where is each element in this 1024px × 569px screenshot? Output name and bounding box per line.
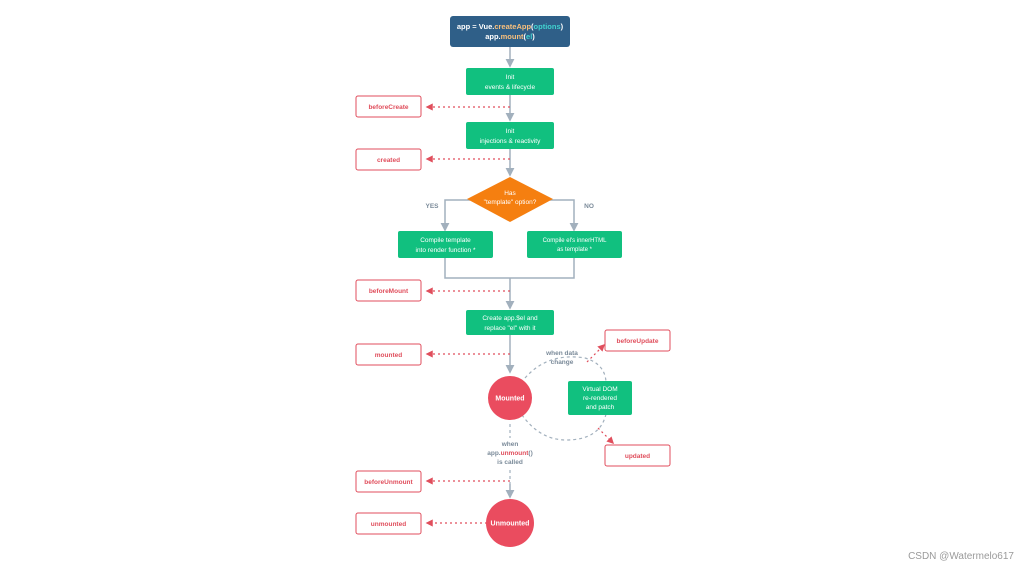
start-line2-arg: el [526, 32, 532, 41]
hook-before-unmount: beforeUnmount [355, 470, 422, 493]
step-init-events-line-2: events & lifecycle [485, 84, 536, 91]
hook-before-update-label: beforeUpdate [617, 338, 659, 345]
start-box: app = Vue.createApp(options) app.mount(e… [450, 16, 570, 47]
when-data-change-line-2: change [551, 359, 574, 366]
hook-arrow-before-update [586, 343, 606, 363]
step-init-injections-line-2: injections & reactivity [480, 138, 541, 145]
update-loop-top [524, 356, 607, 383]
start-line-1: app = Vue.createApp(options) [457, 22, 564, 31]
start-line1-method: createApp [494, 22, 531, 31]
hook-before-create: beforeCreate [355, 95, 422, 118]
step-compile-template-line-2: into render function * [416, 247, 476, 254]
state-unmounted: Unmounted [486, 499, 534, 547]
hook-unmounted-box [355, 512, 422, 535]
when-unmount-line-3: is called [497, 459, 523, 466]
hook-before-update: beforeUpdate [604, 329, 671, 352]
hook-before-create-label: beforeCreate [368, 104, 408, 111]
hook-created-label: created [377, 157, 400, 164]
state-unmounted-label: Unmounted [491, 521, 530, 528]
state-mounted: Mounted [488, 376, 532, 420]
decision-template-option: Has "template" option? [467, 177, 553, 222]
start-line2-prefix: app. [485, 32, 500, 41]
start-line1-paren-close: ) [561, 22, 564, 31]
step-virtual-dom-bg [568, 381, 632, 415]
hook-unmounted: unmounted [355, 512, 422, 535]
when-unmount-line-2: app.unmount() [487, 450, 533, 457]
start-line1-paren-open: ( [531, 22, 534, 31]
decision-line-2: "template" option? [484, 199, 537, 206]
when-unmount-method: unmount [501, 450, 530, 457]
step-init-injections-line-1: Init [506, 128, 515, 135]
step-compile-template-bg [398, 231, 493, 258]
hook-updated-label: updated [625, 453, 650, 460]
hook-before-mount: beforeMount [355, 279, 422, 302]
hook-updated-box [604, 444, 671, 467]
start-line2-paren-open: ( [524, 32, 527, 41]
main-flow-connectors [440, 47, 579, 499]
hook-created: created [355, 148, 422, 171]
step-create-el: Create app.$el and replace "el" with it [466, 310, 554, 335]
state-mounted-circle [488, 376, 532, 420]
start-line2-method: mount [501, 32, 524, 41]
state-mounted-label: Mounted [495, 396, 524, 403]
start-line1-arg: options [534, 22, 561, 31]
hook-updated: updated [604, 444, 671, 467]
when-unmount-suffix: () [528, 450, 532, 457]
when-data-change-line-1: when data [545, 350, 578, 357]
decision-no-label: NO [584, 203, 594, 210]
step-init-events-bg [466, 68, 554, 95]
hook-mounted-box [355, 343, 422, 366]
decision-yes-label: YES [425, 203, 439, 210]
step-create-el-bg [466, 310, 554, 335]
hook-unmounted-label: unmounted [371, 521, 406, 528]
step-virtual-dom: Virtual DOM re-rendered and patch [568, 381, 632, 415]
join-compile-branches [444, 258, 575, 279]
watermark: CSDN @Watermelo617 [908, 551, 1014, 562]
hook-before-mount-box [355, 279, 422, 302]
when-unmount-prefix: app. [487, 450, 501, 457]
state-unmounted-circle [486, 499, 534, 547]
step-compile-el-line-1: Compile el's innerHTML [543, 238, 607, 244]
step-compile-template-line-1: Compile template [420, 237, 471, 244]
step-init-injections: Init injections & reactivity [466, 122, 554, 149]
step-create-el-line-2: replace "el" with it [484, 325, 535, 332]
step-init-events-line-1: Init [506, 74, 515, 81]
start-line-2: app.mount(el) [485, 32, 535, 41]
decision-diamond [467, 177, 553, 222]
step-compile-el-bg [527, 231, 622, 258]
when-unmount-line-1: when [501, 441, 519, 448]
step-init-injections-bg [466, 122, 554, 149]
hook-before-unmount-box [355, 470, 422, 493]
hook-mounted: mounted [355, 343, 422, 366]
update-loop-bottom [521, 413, 607, 441]
step-init-events: Init events & lifecycle [466, 68, 554, 95]
start-box-bg [450, 16, 570, 47]
start-line1-prefix: app = Vue. [457, 22, 494, 31]
hook-arrow-updated [597, 427, 615, 445]
step-create-el-line-1: Create app.$el and [482, 315, 538, 322]
hook-before-mount-label: beforeMount [369, 288, 409, 295]
step-compile-el: Compile el's innerHTML as template * [527, 231, 622, 258]
arrow-decision-yes [440, 199, 470, 232]
decision-line-1: Has [504, 190, 516, 197]
hook-connectors [425, 103, 615, 527]
start-line2-paren-close: ) [532, 32, 535, 41]
arrow-decision-no [550, 199, 579, 232]
hook-before-create-box [355, 95, 422, 118]
step-virtual-dom-line-1: Virtual DOM [582, 386, 617, 393]
step-virtual-dom-line-2: re-rendered [583, 395, 617, 402]
dashed-gray-connectors [509, 356, 607, 484]
step-virtual-dom-line-3: and patch [586, 404, 615, 411]
hook-before-unmount-label: beforeUnmount [364, 479, 413, 486]
step-compile-template: Compile template into render function * [398, 231, 493, 258]
hook-created-box [355, 148, 422, 171]
step-compile-el-line-2: as template * [557, 247, 593, 253]
hook-mounted-label: mounted [375, 352, 402, 359]
hook-before-update-box [604, 329, 671, 352]
